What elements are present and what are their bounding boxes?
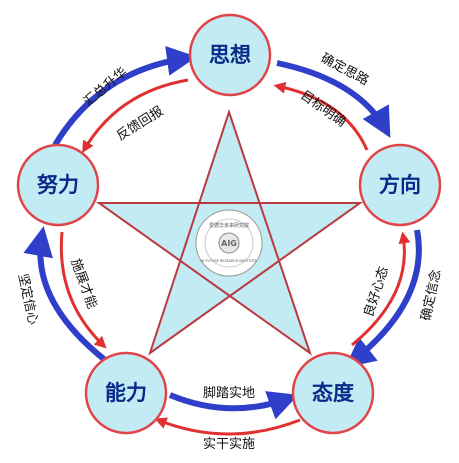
label-top-right-outer: 确定思路 bbox=[318, 50, 371, 89]
arrow-bottom-inner bbox=[168, 391, 299, 420]
node-label-sixiang: 思想 bbox=[209, 43, 251, 67]
label-right-outer: 确定信念 bbox=[418, 268, 444, 322]
node-label-taidu: 态度 bbox=[312, 381, 354, 405]
arrow-top-left-outer bbox=[52, 45, 197, 147]
arrow-left-outer bbox=[23, 226, 107, 363]
node-nengli: 能力 bbox=[84, 351, 168, 435]
arrow-left-inner bbox=[59, 231, 107, 349]
arrow-top-right-inner bbox=[273, 81, 369, 151]
arrow-top-left-inner bbox=[82, 78, 189, 154]
node-sixiang: 思想 bbox=[188, 13, 272, 97]
label-top-left-inner: 反馈回报 bbox=[114, 104, 166, 144]
arrow-right-inner bbox=[351, 231, 411, 347]
logo-bottom-text: AI FUTURE RESEARCH INSTITUTE bbox=[201, 259, 257, 263]
node-nuli: 努力 bbox=[16, 143, 100, 227]
arrow-top-right-outer bbox=[276, 60, 391, 138]
logo-top-text: 爱德华未来研究院 bbox=[209, 222, 249, 229]
node-taidu: 态度 bbox=[291, 351, 375, 435]
label-top-right-inner: 目标明确 bbox=[297, 88, 348, 130]
node-label-nuli: 努力 bbox=[37, 173, 79, 197]
label-bottom-outer: 实干实施 bbox=[203, 437, 255, 452]
logo-core-text: AIG bbox=[221, 239, 237, 248]
node-label-nengli: 能力 bbox=[105, 381, 147, 405]
label-right-inner: 良好心态 bbox=[361, 265, 392, 319]
arrow-bottom-outer bbox=[154, 417, 301, 436]
center-logo: AIG 爱德华未来研究院 AI FUTURE RESEARCH INSTITUT… bbox=[195, 209, 263, 277]
label-left-outer: 坚定信心 bbox=[15, 272, 40, 326]
node-label-fangxiang: 方向 bbox=[379, 173, 421, 197]
label-top-left-outer: 汇总升华 bbox=[81, 65, 130, 110]
label-bottom-inner: 脚踏实地 bbox=[203, 385, 255, 401]
node-fangxiang: 方向 bbox=[358, 143, 442, 227]
arrow-right-outer bbox=[344, 229, 422, 368]
